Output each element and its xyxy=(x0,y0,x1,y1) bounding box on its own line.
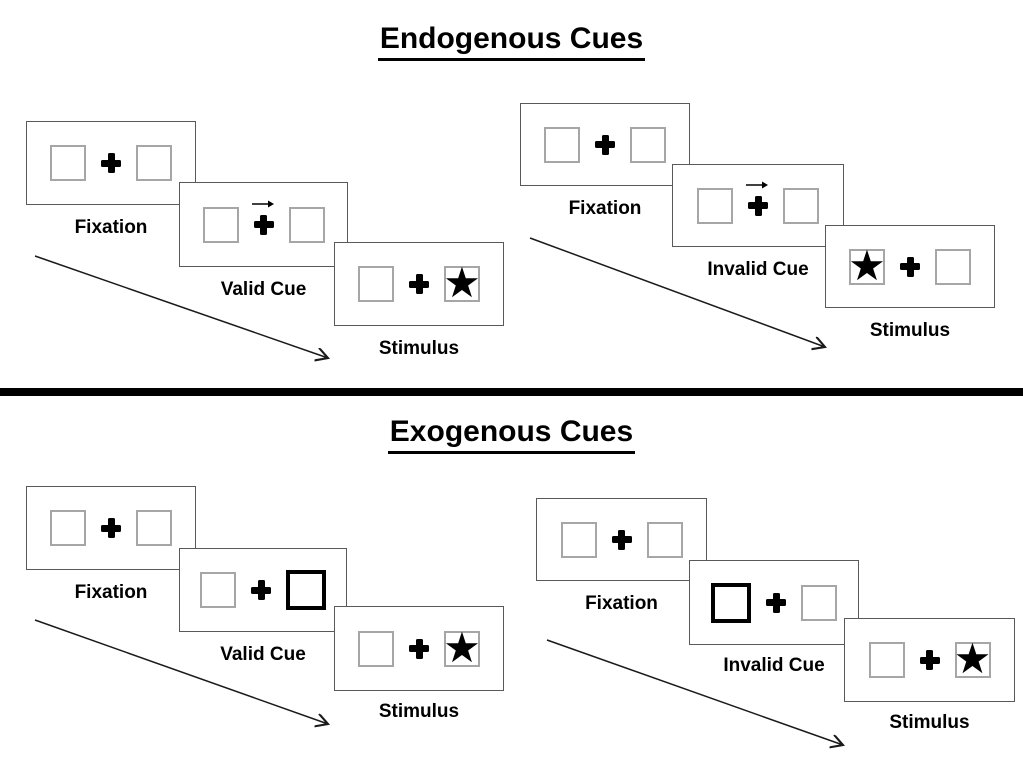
right-box xyxy=(136,145,172,181)
fixation-cross xyxy=(595,134,615,155)
section-title: Exogenous Cues xyxy=(387,415,636,454)
stimulus-panel: ★ xyxy=(844,618,1015,702)
fixation-cross xyxy=(611,529,632,550)
right-box xyxy=(288,206,325,243)
right-box xyxy=(783,187,819,224)
right-box xyxy=(630,126,666,163)
endogenous-section-title-row: Endogenous Cues xyxy=(0,22,1023,61)
panel-label: Fixation xyxy=(585,593,658,614)
fixation-cross xyxy=(409,638,429,659)
fixation-cross-icon xyxy=(766,592,786,613)
right-box xyxy=(646,521,683,558)
panel-label: Valid Cue xyxy=(220,279,307,300)
fixation-panel xyxy=(26,486,196,570)
panel-label: Fixation xyxy=(74,582,148,603)
right-box xyxy=(136,510,172,546)
left-box xyxy=(358,266,394,302)
fixation-cross-icon xyxy=(251,580,271,600)
timeline-arrow xyxy=(529,237,825,347)
fixation-cross xyxy=(766,592,786,613)
fixation-cross-icon xyxy=(900,256,920,277)
fixation-cross-icon xyxy=(101,153,121,173)
left-box xyxy=(200,572,236,608)
cue-panel xyxy=(179,548,347,632)
left-box xyxy=(544,126,580,163)
cue-panel xyxy=(179,182,348,267)
fixation-cross xyxy=(101,518,121,538)
fixation-panel xyxy=(536,498,707,581)
fixation-panel xyxy=(520,103,690,186)
fixation-cross xyxy=(409,274,429,294)
panel-label: Stimulus xyxy=(378,701,460,722)
fixation-cross xyxy=(746,181,768,216)
fixation-cross-icon xyxy=(919,650,940,670)
panel-label: Stimulus xyxy=(869,320,951,341)
fixation-cross xyxy=(251,200,274,235)
panel-label: Stimulus xyxy=(889,712,970,733)
fixation-cross xyxy=(101,153,121,173)
fixation-cross xyxy=(919,650,940,670)
exogenous-section-title-row: Exogenous Cues xyxy=(0,415,1023,454)
fixation-cross-icon xyxy=(595,134,615,155)
right-box xyxy=(935,248,971,285)
section-title: Endogenous Cues xyxy=(377,22,646,61)
star-icon: ★ xyxy=(953,634,992,683)
panel-label: Invalid Cue xyxy=(707,259,809,280)
cue-arrow-right-icon xyxy=(251,200,274,207)
cue-arrow-right-icon xyxy=(746,181,768,188)
left-box: ★ xyxy=(848,240,886,290)
panel-label: Fixation xyxy=(74,217,148,238)
fixation-cross-icon xyxy=(748,195,768,216)
right-box: ★ xyxy=(443,622,481,672)
right-box: ★ xyxy=(443,258,481,307)
left-box xyxy=(697,187,733,224)
left-box xyxy=(50,145,86,181)
timeline-arrow xyxy=(34,619,328,724)
star-icon: ★ xyxy=(443,258,481,307)
fixation-cross xyxy=(251,580,271,600)
timeline-arrow xyxy=(34,255,328,358)
cue-panel xyxy=(672,164,844,247)
left-box xyxy=(868,642,905,678)
left-box xyxy=(358,630,394,667)
section-divider xyxy=(0,388,1023,396)
left-box xyxy=(202,206,239,243)
star-icon: ★ xyxy=(443,622,481,672)
stimulus-panel: ★ xyxy=(334,242,504,326)
left-box xyxy=(50,510,86,546)
left-box xyxy=(560,521,597,558)
panel-label: Fixation xyxy=(568,198,642,219)
fixation-cross-icon xyxy=(409,638,429,659)
right-box xyxy=(801,584,837,621)
stimulus-panel: ★ xyxy=(334,606,504,691)
fixation-cross-icon xyxy=(409,274,429,294)
star-icon: ★ xyxy=(848,240,886,290)
fixation-panel xyxy=(26,121,196,205)
fixation-cross xyxy=(900,256,920,277)
right-box-highlighted xyxy=(286,570,326,610)
fixation-cross-icon xyxy=(253,214,274,235)
fixation-cross-icon xyxy=(611,529,632,550)
stimulus-panel: ★ xyxy=(825,225,995,308)
panel-label: Invalid Cue xyxy=(723,655,825,676)
panel-label: Valid Cue xyxy=(220,644,306,665)
left-box-highlighted xyxy=(711,582,751,623)
panel-label: Stimulus xyxy=(378,338,460,359)
fixation-cross-icon xyxy=(101,518,121,538)
cue-panel xyxy=(689,560,859,645)
right-box: ★ xyxy=(953,634,992,683)
